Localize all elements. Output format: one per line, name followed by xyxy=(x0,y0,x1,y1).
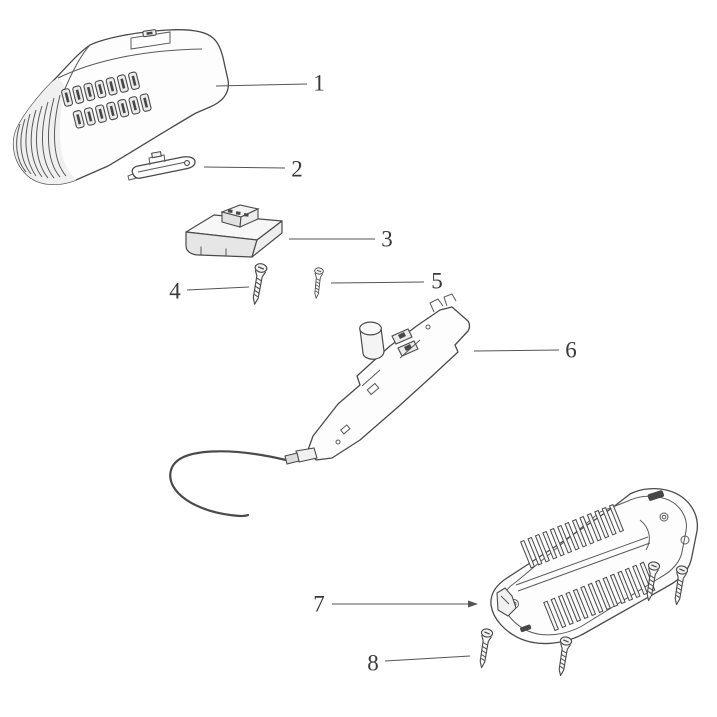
callouts: 1 2 3 4 5 6 7 8 xyxy=(169,71,577,676)
callout-8: 8 xyxy=(367,651,471,676)
callout-2: 2 xyxy=(203,157,303,182)
housing-ribs xyxy=(16,94,67,179)
callout-3: 3 xyxy=(289,227,393,252)
housing-latch-slot xyxy=(647,490,665,501)
housing-vent-slots xyxy=(61,71,152,129)
callout-label-5: 5 xyxy=(431,269,443,294)
capacitor xyxy=(359,321,385,360)
callout-label-3: 3 xyxy=(381,227,393,252)
connector-terminals xyxy=(220,204,260,228)
part-upper-housing-cover xyxy=(12,29,230,185)
part-latch-lever xyxy=(127,151,196,181)
callout-7: 7 xyxy=(313,592,478,617)
arrowhead xyxy=(468,600,478,608)
callout-label-8: 8 xyxy=(367,651,379,676)
part-screw-5 xyxy=(311,266,325,300)
callout-4: 4 xyxy=(169,279,250,304)
callout-label-1: 1 xyxy=(313,71,325,96)
callout-label-6: 6 xyxy=(565,338,577,363)
lower-housing-grille-lower xyxy=(543,561,656,632)
lower-housing-grille-upper xyxy=(519,503,625,569)
callout-label-2: 2 xyxy=(291,157,303,182)
power-cord xyxy=(169,450,288,518)
cord-plug xyxy=(284,447,318,465)
part-circuit-board xyxy=(169,293,471,518)
housing-top-latch xyxy=(130,29,171,50)
part-connector-block xyxy=(185,204,283,258)
callout-6: 6 xyxy=(473,338,577,363)
callout-1: 1 xyxy=(215,71,325,96)
callout-5: 5 xyxy=(330,269,443,294)
part-screw-4 xyxy=(248,262,269,306)
callout-label-4: 4 xyxy=(169,279,181,304)
callout-label-7: 7 xyxy=(313,592,325,617)
board-connectors xyxy=(391,328,419,357)
part-lower-housing xyxy=(490,488,699,645)
